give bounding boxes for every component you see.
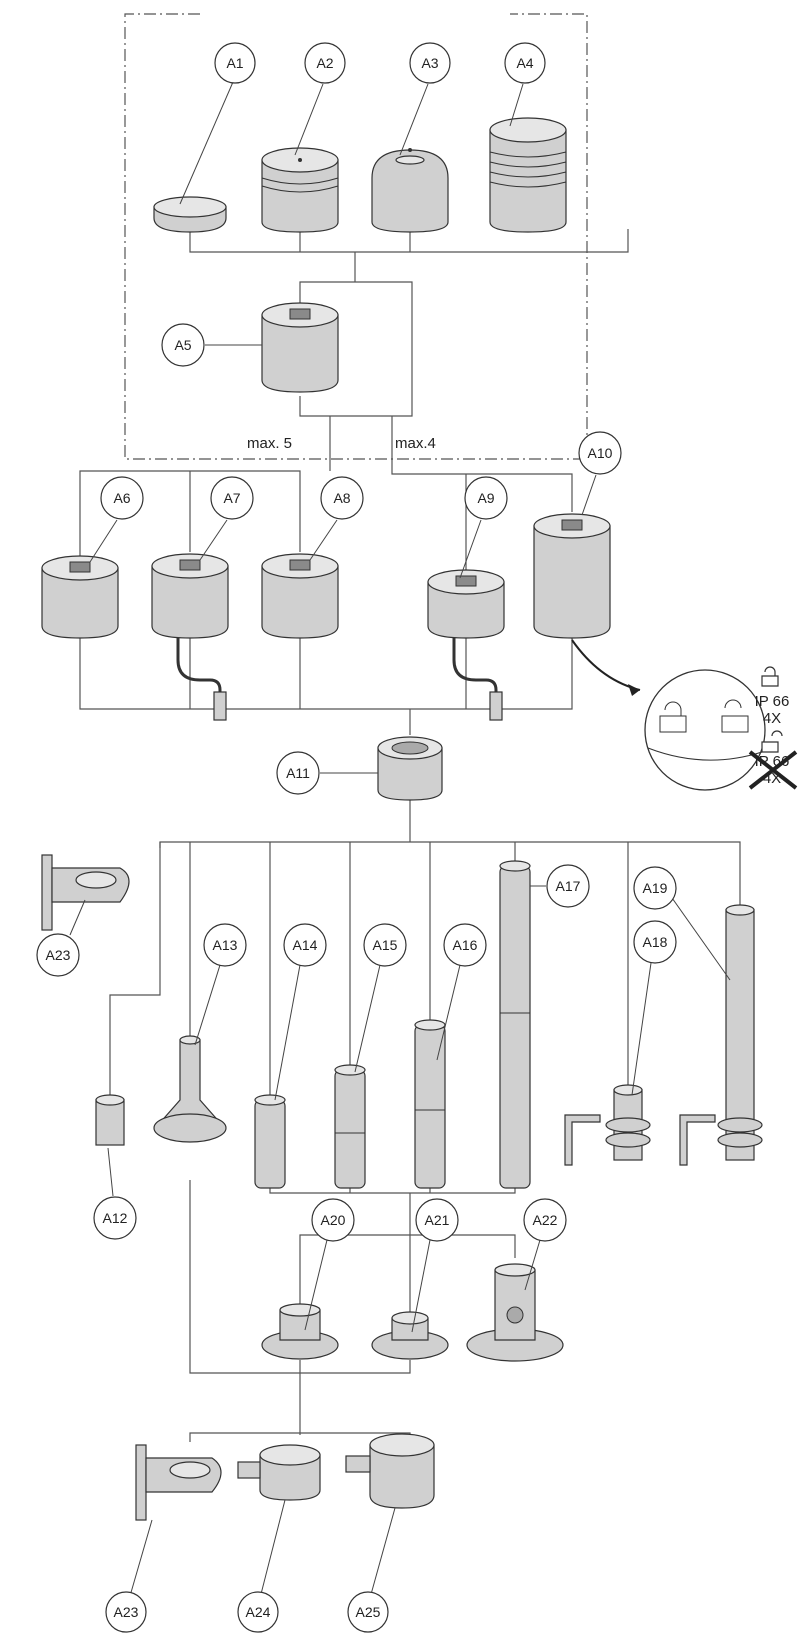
callout-a16: A16 (443, 923, 487, 967)
callout-a10: A10 (578, 431, 622, 475)
callout-a24: A24 (237, 1591, 279, 1633)
callout-a21: A21 (415, 1198, 459, 1242)
svg-text:A25: A25 (356, 1604, 381, 1620)
svg-text:A10: A10 (588, 445, 613, 461)
part-a7-module-cable (151, 553, 229, 721)
callout-a15: A15 (363, 923, 407, 967)
svg-text:A11: A11 (286, 765, 310, 781)
svg-text:A15: A15 (373, 937, 398, 953)
callout-a5: A5 (161, 323, 205, 367)
svg-text:A16: A16 (453, 937, 478, 953)
connection-lines (79, 229, 741, 1442)
svg-text:A21: A21 (425, 1212, 450, 1228)
part-a3-dome (371, 148, 449, 233)
callout-a13: A13 (203, 923, 247, 967)
part-a8-module (261, 553, 339, 639)
svg-text:A20: A20 (321, 1212, 346, 1228)
lock-closed-icon (659, 701, 687, 733)
part-a22-base (466, 1263, 564, 1362)
callout-a8: A8 (320, 476, 364, 520)
callout-a22: A22 (523, 1198, 567, 1242)
limit-right-label: max.4 (395, 435, 436, 452)
svg-text:A7: A7 (223, 490, 240, 506)
svg-text:A19: A19 (643, 880, 668, 896)
svg-text:A9: A9 (477, 490, 494, 506)
callout-a17: A17 (546, 864, 590, 908)
part-a17-tube (499, 860, 531, 1189)
svg-text:A5: A5 (174, 337, 191, 353)
svg-text:A12: A12 (103, 1210, 128, 1226)
svg-text:A3: A3 (421, 55, 438, 71)
ip-rating-text: IP 66 (755, 693, 790, 710)
part-a23-wall-bracket-top (41, 854, 130, 931)
nema-rating-text: 4X (763, 710, 781, 727)
svg-text:A8: A8 (333, 490, 350, 506)
part-a24-housing (237, 1444, 321, 1501)
svg-text:A23: A23 (114, 1604, 139, 1620)
part-a10-tall-housing (533, 513, 641, 696)
svg-text:A4: A4 (516, 55, 533, 71)
callout-a18: A18 (633, 920, 677, 964)
ip-rating-block: IP 66 4X IP 66 4X (748, 666, 798, 790)
svg-text:A18: A18 (643, 934, 668, 950)
part-a25-housing (345, 1433, 435, 1509)
part-a13-foot-tube (153, 1035, 227, 1143)
svg-text:A13: A13 (213, 937, 238, 953)
svg-text:A22: A22 (533, 1212, 558, 1228)
callout-a19: A19 (633, 866, 677, 910)
part-a23-wall-bracket-bottom (135, 1444, 222, 1521)
part-a18-bracket-tube (564, 1084, 651, 1166)
callout-a11: A11 (276, 751, 320, 795)
svg-text:A6: A6 (113, 490, 130, 506)
svg-text:A14: A14 (293, 937, 318, 953)
part-a16-tube (414, 1019, 446, 1189)
callout-a25: A25 (347, 1591, 389, 1633)
svg-text:A24: A24 (246, 1604, 271, 1620)
part-a12-coupler (95, 1094, 125, 1146)
part-a14-tube (254, 1094, 286, 1189)
svg-text:A17: A17 (556, 878, 581, 894)
part-a4-tall-module (489, 117, 567, 233)
limit-left-label: max. 5 (247, 435, 292, 452)
part-a20-base (261, 1303, 339, 1360)
svg-text:A23: A23 (46, 947, 71, 963)
callout-a7: A7 (210, 476, 254, 520)
callout-a2: A2 (304, 42, 346, 84)
part-a1-cap (153, 196, 227, 233)
callout-a20: A20 (311, 1198, 355, 1242)
callout-a4: A4 (504, 42, 546, 84)
svg-text:A2: A2 (316, 55, 333, 71)
callout-a3: A3 (409, 42, 451, 84)
boundary-dashed (124, 13, 588, 460)
callout-a9: A9 (464, 476, 508, 520)
part-a2-module (261, 147, 339, 233)
part-a5-module (261, 302, 339, 393)
callout-a12: A12 (93, 1196, 137, 1240)
svg-text:A1: A1 (226, 55, 243, 71)
detail-lock-circle (644, 669, 766, 791)
lock-open-icon (721, 699, 749, 733)
cross-out-icon (748, 750, 798, 790)
lock-closed-icon (761, 666, 779, 687)
callout-a23-top: A23 (36, 933, 80, 977)
part-a6-module (41, 555, 119, 639)
callout-a6: A6 (100, 476, 144, 520)
callout-a23-bottom: A23 (105, 1591, 147, 1633)
lock-open-icon (761, 730, 783, 753)
part-a9-module-cable (427, 569, 505, 721)
callout-a14: A14 (283, 923, 327, 967)
leader-lines (69, 81, 731, 1599)
callout-a1: A1 (214, 42, 256, 84)
part-a15-tube (334, 1064, 366, 1189)
part-a11-base-adapter (377, 736, 443, 801)
part-a21-base (371, 1311, 449, 1360)
part-a19-bracket-long-tube (679, 904, 763, 1166)
